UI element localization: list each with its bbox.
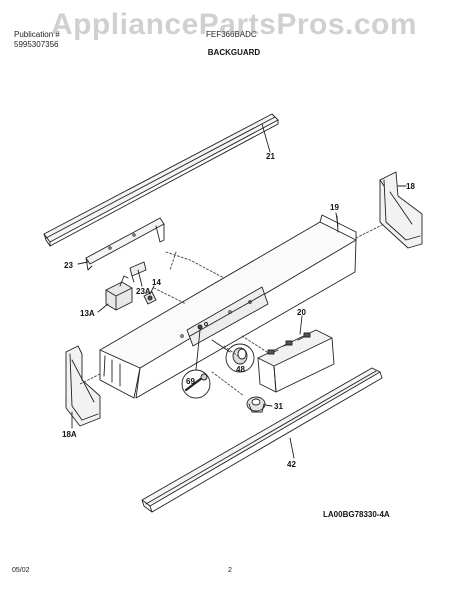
publication-label: Publication #: [14, 30, 60, 39]
part-31-knob: [246, 396, 266, 413]
callout-48: 48: [236, 365, 245, 374]
leader-14: [149, 285, 155, 295]
part-23a-clip: [129, 261, 147, 283]
leader-69: [195, 329, 201, 371]
part-42-bottom-trim: [141, 367, 383, 513]
leader-42: [289, 437, 295, 459]
footer-page-number: 2: [228, 567, 232, 574]
callout-14: 14: [152, 278, 161, 287]
part-18a-left-end-bracket: [65, 345, 101, 427]
assembly-guide-lines: [79, 223, 385, 397]
leader-13a: [97, 303, 109, 313]
part-18-right-end-bracket: [379, 171, 423, 249]
part-14-indicator: [143, 291, 157, 305]
callout-18: 18: [406, 182, 415, 191]
part-48-knob: [225, 343, 255, 373]
callout-23: 23: [64, 261, 73, 270]
leader-20: [299, 315, 303, 335]
callout-23a: 23A: [136, 287, 151, 296]
part-19-backguard-panel: [99, 214, 357, 399]
callout-31: 31: [274, 402, 283, 411]
part-20-control-board: [257, 329, 335, 393]
callout-21: 21: [266, 152, 275, 161]
callout-18a: 18A: [62, 430, 77, 439]
leader-31: [264, 404, 273, 407]
watermark-logo: AppliancePartsPros.com: [50, 8, 418, 41]
part-23-mounting-bracket: [85, 217, 165, 271]
leader-21: [261, 123, 271, 153]
callout-19: 19: [330, 203, 339, 212]
part-13a-control-switch: [105, 275, 133, 311]
callout-42: 42: [287, 460, 296, 469]
section-title: BACKGUARD: [207, 48, 261, 57]
callout-20: 20: [297, 308, 306, 317]
diagram-reference-code: LA00BG78330-4A: [323, 510, 390, 519]
model-number: FEF366BADC: [206, 30, 257, 39]
leader-23: [77, 261, 89, 265]
leader-48: [211, 339, 231, 353]
part-21-top-trim: [43, 113, 279, 247]
callout-69: 69: [186, 377, 195, 386]
leader-23a: [137, 269, 143, 287]
footer-date: 05/02: [12, 567, 30, 574]
callout-13a: 13A: [80, 309, 95, 318]
leader-19: [335, 212, 339, 227]
publication-number: 5995307356: [14, 40, 59, 49]
